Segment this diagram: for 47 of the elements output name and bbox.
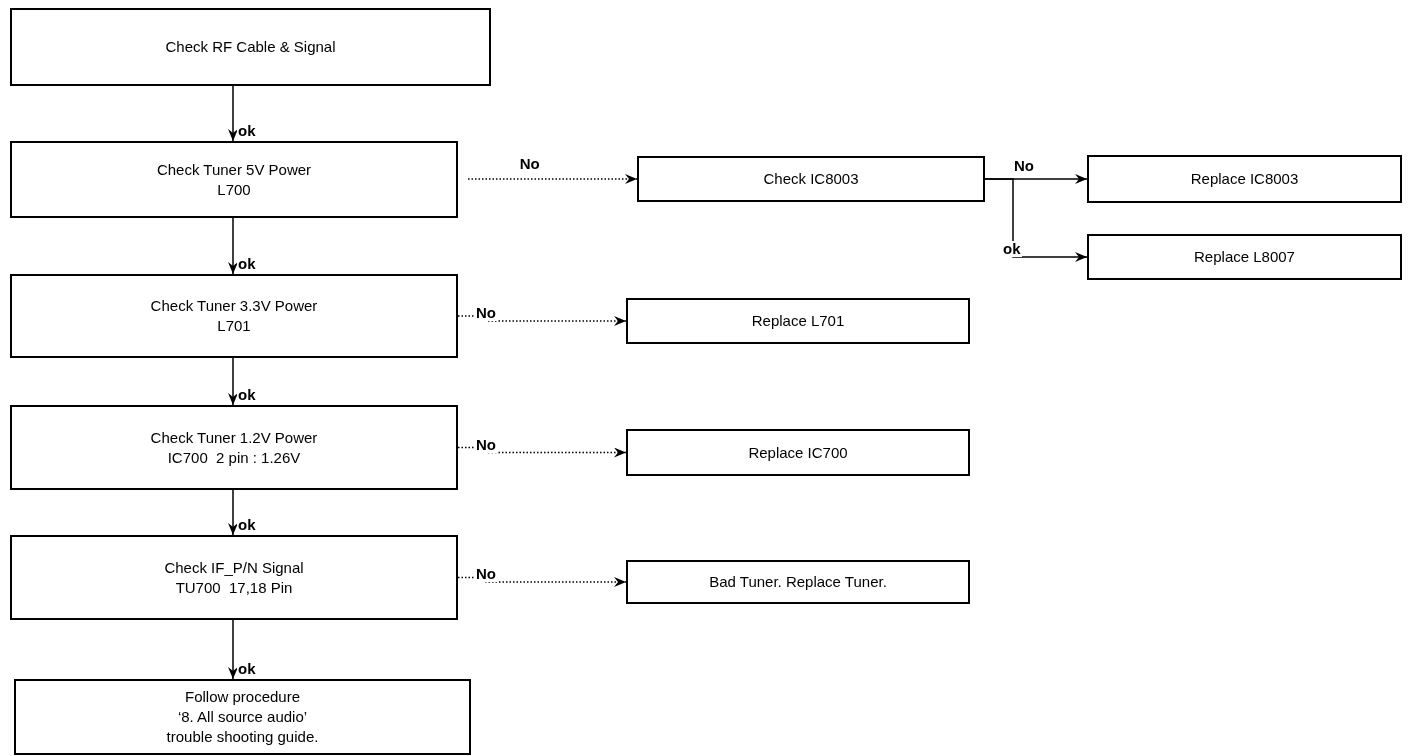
arrow: [228, 217, 238, 275]
box-text: Check Tuner 1.2V Power: [150, 427, 318, 448]
edge-label: ok: [237, 517, 257, 533]
box-text: Replace L8007: [1194, 247, 1295, 267]
process-box: [10, 535, 458, 620]
process-box: [637, 156, 985, 202]
edge-label: No: [475, 305, 497, 321]
box-text: L701: [217, 316, 251, 336]
box-text: Check RF Cable & Signal: [165, 37, 336, 57]
edge-label: No: [475, 566, 497, 582]
edge-label: ok: [237, 256, 257, 272]
arrow: [228, 619, 238, 680]
arrow: [984, 178, 1088, 262]
process-box: [1087, 155, 1402, 203]
edge-label: ok: [237, 387, 257, 403]
box-text: Replace IC8003: [1190, 169, 1299, 189]
box-text: Replace IC700: [748, 442, 848, 463]
arrow: [228, 85, 238, 142]
process-box: [10, 8, 491, 86]
box-text: Check Tuner 3.3V Power: [150, 296, 318, 316]
edge-label: ok: [237, 123, 257, 139]
box-text: Follow procedure: [184, 687, 301, 707]
process-box: [10, 274, 458, 358]
box-text: L700: [217, 179, 251, 200]
box-text: Check IF_P/N Signal: [164, 557, 304, 578]
process-box: [1087, 234, 1402, 280]
process-box: [14, 679, 471, 755]
box-text: Bad Tuner. Replace Tuner.: [709, 572, 887, 592]
process-box: [10, 405, 458, 490]
process-box: [626, 429, 970, 476]
process-box: [10, 141, 458, 218]
edge-label: No: [1013, 158, 1035, 174]
arrow: [467, 174, 638, 184]
box-text: Check IC8003: [763, 169, 859, 189]
edge-label: ok: [1002, 241, 1022, 257]
arrow: [228, 489, 238, 536]
edge-label: ok: [237, 661, 257, 677]
box-text: TU700 17,18 Pin: [175, 577, 293, 598]
box-text: trouble shooting guide.: [166, 727, 319, 747]
arrow: [228, 357, 238, 406]
process-box: [626, 560, 970, 604]
box-text: Replace L701: [751, 311, 845, 331]
box-text: ‘8. All source audio’: [177, 707, 308, 727]
box-text: IC700 2 pin : 1.26V: [167, 447, 301, 468]
edge-label: No: [518, 156, 541, 172]
process-box: [626, 298, 970, 344]
box-text: Check Tuner 5V Power: [156, 159, 312, 180]
